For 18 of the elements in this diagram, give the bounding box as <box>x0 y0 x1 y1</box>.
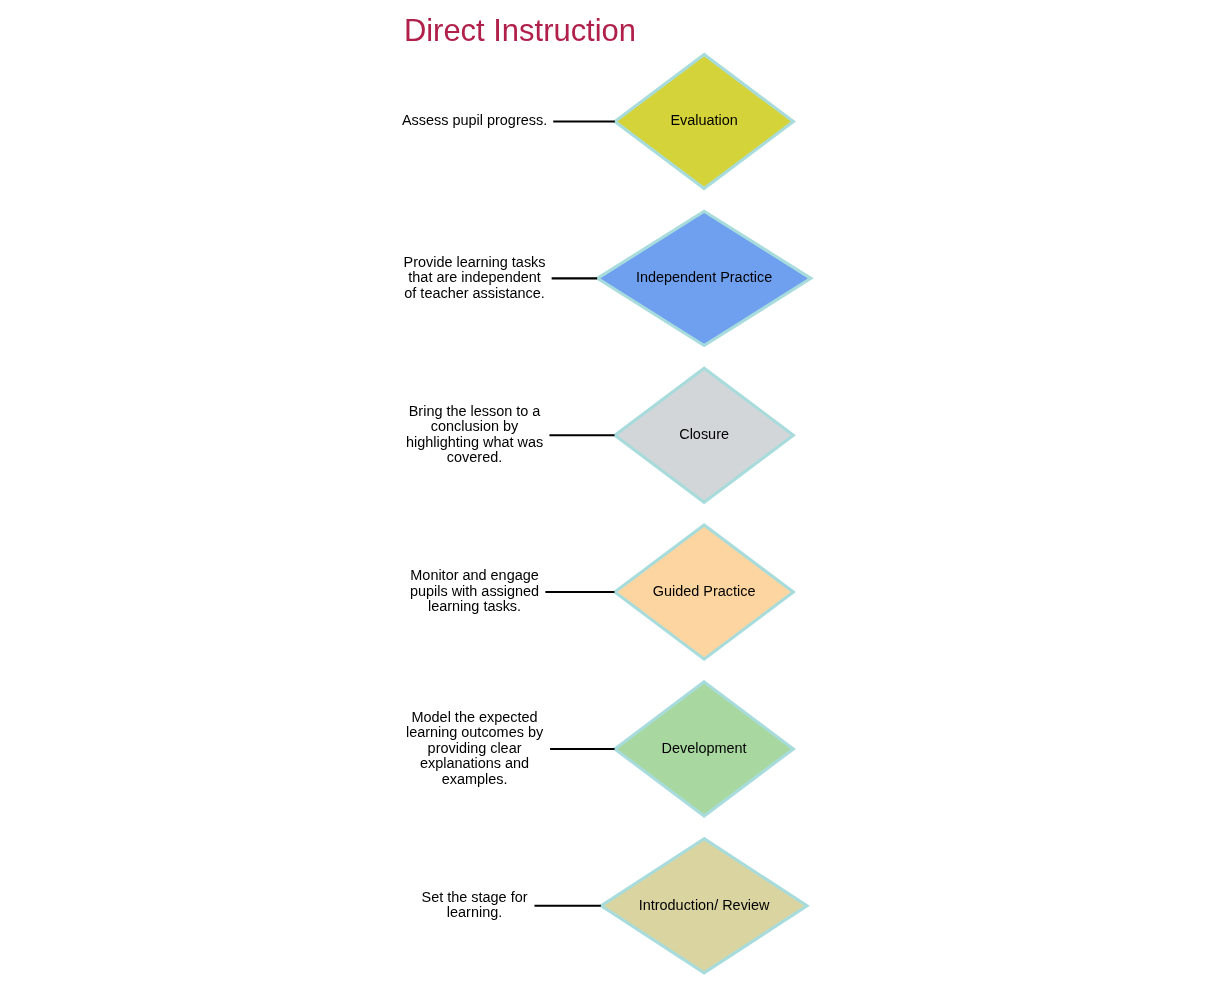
node-text: Assess pupil progress. <box>401 112 547 129</box>
node-text: Bring the lesson to a conclusion by highlighting what was covered. <box>405 402 543 466</box>
node-text: Monitor and engage pupils with assigned learning tasks. <box>409 567 539 615</box>
node-diamond: Guided Practice <box>611 523 796 662</box>
node-diamond: Independent Practice <box>594 209 814 348</box>
connector <box>552 120 615 123</box>
connector <box>549 747 615 750</box>
node-diamond: Development <box>611 679 796 818</box>
node-text: Set the stage for learning. <box>421 888 528 921</box>
connector <box>533 904 601 907</box>
node-diamond: Introduction/ Review <box>597 836 810 975</box>
diagram-title: Direct Instruction <box>403 13 636 49</box>
connector <box>544 591 614 594</box>
connector <box>551 277 597 280</box>
node-text: Model the expected learning outcomes by providing clear explanations and examples. <box>405 708 543 787</box>
node-text: Provide learning tasks that are independent of teacher assistance. <box>403 253 546 301</box>
connector <box>548 434 614 437</box>
node-diamond: Closure <box>611 366 796 505</box>
